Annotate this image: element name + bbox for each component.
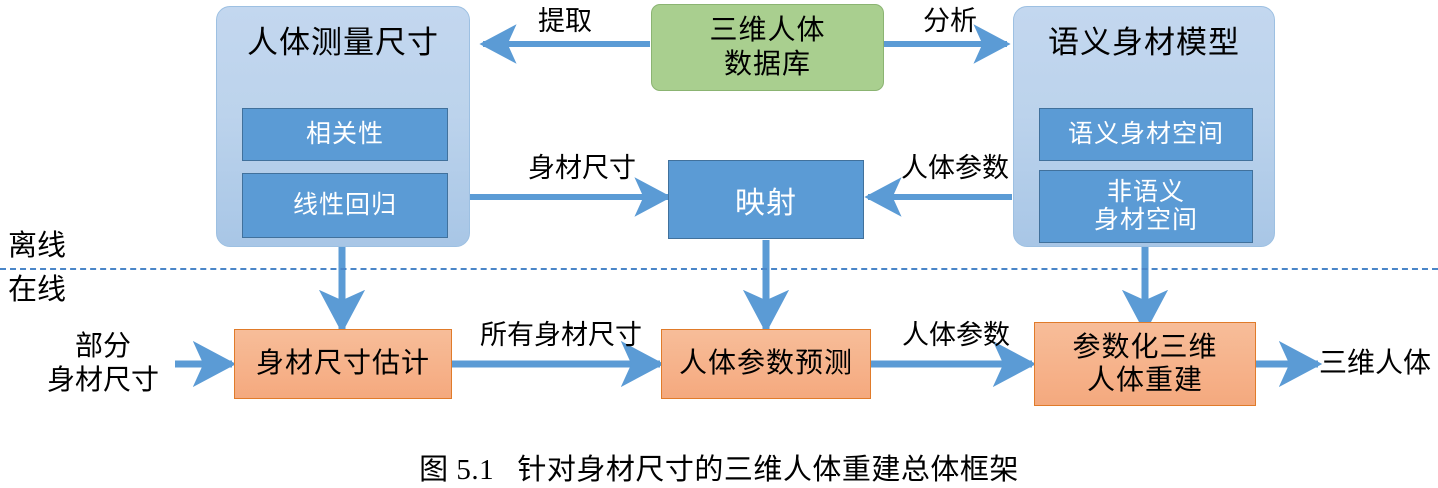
panel-right-item-nonsemantic-space[interactable]: 非语义 身材空间 <box>1039 170 1253 243</box>
stage-label-online: 在线 <box>8 274 67 306</box>
stage-label-offline: 离线 <box>8 230 67 262</box>
edge-label-body-size: 身材尺寸 <box>528 153 636 183</box>
label-partial-body-sizes: 部分 身材尺寸 <box>46 331 159 396</box>
edge-label-analyze: 分析 <box>923 6 977 36</box>
panel-left-item-correlation[interactable]: 相关性 <box>242 108 448 161</box>
offline-online-divider <box>0 268 1438 270</box>
edge-label-extract: 提取 <box>538 6 592 36</box>
edge-label-all-body-sizes: 所有身材尺寸 <box>480 320 642 350</box>
box-3d-human-database[interactable]: 三维人体 数据库 <box>651 4 884 91</box>
figure-caption: 图 5.1 针对身材尺寸的三维人体重建总体框架 <box>419 454 1019 486</box>
panel-semantic-body-model[interactable]: 语义身材模型 语义身材空间 非语义 身材空间 <box>1013 6 1275 247</box>
label-3d-human-body: 三维人体 <box>1318 348 1431 379</box>
panel-left-title: 人体测量尺寸 <box>247 25 439 60</box>
box-body-parameter-prediction[interactable]: 人体参数预测 <box>661 329 871 399</box>
box-mapping[interactable]: 映射 <box>668 160 864 239</box>
panel-left-item-linear-regression[interactable]: 线性回归 <box>242 173 448 238</box>
box-body-size-estimation[interactable]: 身材尺寸估计 <box>234 329 452 399</box>
panel-right-item-semantic-space[interactable]: 语义身材空间 <box>1039 108 1253 161</box>
edge-label-body-params-top: 人体参数 <box>901 153 1009 183</box>
panel-anthropometric-measurements[interactable]: 人体测量尺寸 相关性 线性回归 <box>216 6 470 247</box>
panel-right-title: 语义身材模型 <box>1048 25 1240 60</box>
database-label: 三维人体 数据库 <box>709 14 826 80</box>
edge-label-body-params-bottom: 人体参数 <box>902 320 1010 350</box>
box-parametric-3d-reconstruction[interactable]: 参数化三维 人体重建 <box>1034 322 1256 406</box>
